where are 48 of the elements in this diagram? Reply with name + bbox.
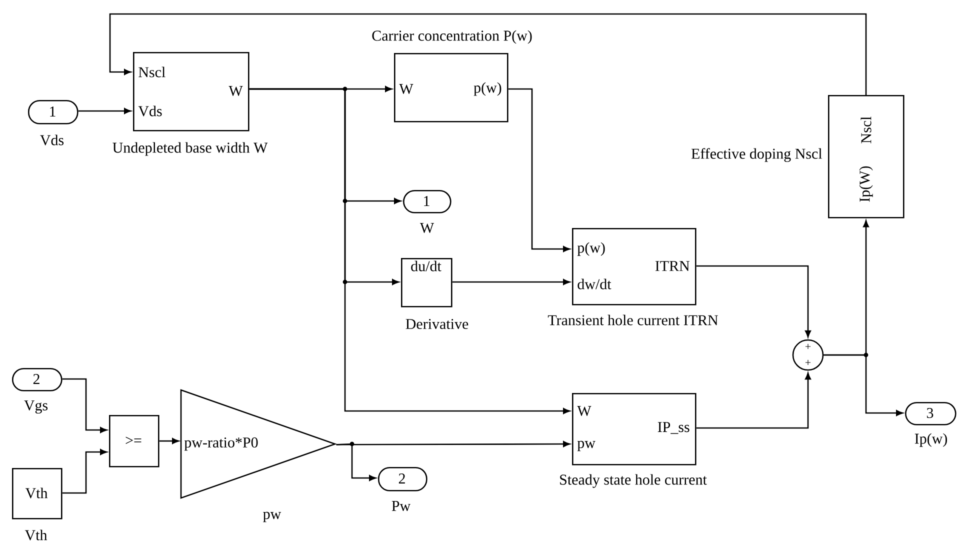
node-label: IP_ss <box>658 422 690 434</box>
arrow <box>249 88 570 414</box>
arrow <box>78 108 132 114</box>
node-label: pw <box>577 440 596 452</box>
subsystem-block: W p(w) <box>394 53 508 122</box>
block-label: pw <box>263 512 282 522</box>
subsystem-block: Nscl Ip(W) <box>828 95 904 218</box>
arrow <box>508 88 570 252</box>
block-label: Steady state hole current <box>560 474 707 488</box>
block-label: Carrier concentration P(w) <box>372 30 532 44</box>
subsystem-block: p(w) dw/dt ITRN <box>572 228 696 306</box>
arrow <box>62 449 108 494</box>
node-label: W <box>399 84 414 94</box>
arrow <box>824 354 904 416</box>
arrow <box>62 378 108 433</box>
arrow <box>109 13 867 95</box>
arrow <box>696 265 811 338</box>
subsystem-block: Nscl Vds W <box>133 52 250 132</box>
arrow <box>452 279 570 285</box>
block-label: Pw <box>392 501 411 511</box>
block-label: Effective doping Nscl <box>691 148 822 162</box>
node-label: Nscl <box>138 66 166 78</box>
arrow <box>159 438 180 444</box>
constant-block: Vth <box>12 468 62 520</box>
outport-terminal: 2 <box>378 467 428 492</box>
block-label: Transient hole current ITRN <box>548 314 718 326</box>
node-label: W <box>577 406 592 416</box>
subsystem-block: W pw IP_ss <box>572 393 696 466</box>
arrow <box>696 372 811 429</box>
block-label: Vth <box>24 530 48 540</box>
block-label: Vgs <box>24 400 48 414</box>
inport-terminal: 2 <box>12 368 62 392</box>
inport-terminal: 1 <box>28 100 78 124</box>
block-label: Undepleted base width W <box>112 142 268 156</box>
block-label: Ip(w) <box>914 433 947 447</box>
arrow <box>336 441 570 448</box>
node-label: W <box>228 86 243 96</box>
derivative-block: du/dt <box>401 258 452 308</box>
node-label: Vds <box>138 106 162 116</box>
outport-terminal: 3 <box>905 402 956 426</box>
arrow <box>336 443 376 481</box>
block-label: Vds <box>40 134 64 146</box>
block-label: W <box>420 222 434 234</box>
gain-triangle: pw-ratio*P0 <box>180 389 337 499</box>
block-label: Derivative <box>406 318 468 330</box>
node-label: p(w) <box>474 82 502 96</box>
outport-terminal: 1 <box>403 190 452 214</box>
comparator-block: >= <box>109 415 160 468</box>
